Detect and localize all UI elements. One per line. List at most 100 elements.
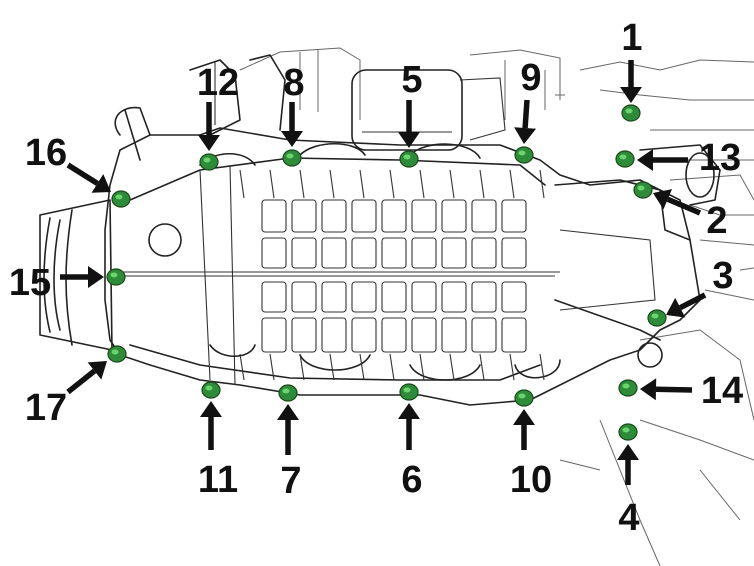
grid-cell	[411, 237, 437, 269]
arrow-12-head	[198, 135, 220, 151]
callout-label-13: 13	[699, 137, 741, 179]
grid-cell	[471, 237, 497, 269]
arrow-14-head	[640, 378, 657, 401]
arrow-9-head	[514, 127, 537, 144]
arrow-16-shaft	[66, 162, 99, 186]
grid-cell	[501, 199, 527, 233]
fin-line	[479, 169, 485, 199]
grid-cell	[441, 281, 467, 313]
arrow-15-head	[88, 266, 104, 288]
arrow-1-head	[620, 87, 642, 103]
fin-line	[269, 353, 275, 381]
callout-label-1: 1	[621, 17, 642, 59]
arrow-4-head	[617, 444, 639, 460]
arrow-7-head	[277, 404, 299, 420]
grid-cell	[261, 281, 287, 313]
arrow-9-shaft	[522, 99, 530, 129]
fin-line	[539, 169, 545, 199]
arrow-17-shaft	[66, 368, 97, 395]
bolt-highlight	[619, 154, 627, 160]
fin-line	[359, 169, 365, 199]
bolt-highlight	[110, 272, 118, 278]
grid-cell	[471, 317, 497, 353]
arrow-2-shaft	[666, 196, 702, 216]
fin-line	[329, 353, 335, 381]
callout-label-17: 17	[25, 387, 67, 429]
arrow-10-head	[513, 409, 535, 425]
fin-line	[299, 169, 305, 199]
bolt-markers	[106, 104, 667, 441]
fin-line	[359, 353, 365, 381]
arrow-8-head	[281, 131, 303, 147]
callout-label-3: 3	[712, 255, 733, 297]
bolt-highlight	[637, 185, 645, 191]
grid-cell	[501, 281, 527, 313]
bolt-highlight	[622, 383, 630, 389]
grid-cell	[411, 281, 437, 313]
grid-cell	[321, 281, 347, 313]
fin-line	[239, 169, 245, 199]
grid-cell	[471, 281, 497, 313]
bolt-highlight	[203, 157, 211, 163]
grid-cell	[501, 237, 527, 269]
grid-cell	[501, 317, 527, 353]
callout-label-6: 6	[401, 459, 422, 501]
bolt-highlight	[282, 388, 290, 394]
callout-label-4: 4	[618, 497, 639, 539]
grid-cell	[291, 237, 317, 269]
callout-label-11: 11	[198, 459, 238, 501]
bolt-highlight	[518, 150, 526, 156]
fin-line	[449, 169, 455, 199]
arrow-13-head	[637, 149, 653, 171]
fin-line	[479, 353, 485, 381]
callout-label-16: 16	[25, 132, 67, 174]
fin-line	[509, 169, 515, 199]
grid-cell	[351, 281, 377, 313]
callout-label-15: 15	[9, 262, 51, 304]
intercooler-grid	[239, 169, 545, 381]
grid-cell	[291, 317, 317, 353]
fin-line	[299, 353, 305, 381]
fin-line	[509, 353, 515, 381]
arrow-3-shaft	[678, 292, 707, 311]
bolt-highlight	[625, 108, 633, 114]
fin-line	[329, 169, 335, 199]
grid-cell	[261, 317, 287, 353]
fin-line	[419, 353, 425, 381]
grid-cell	[411, 199, 437, 233]
fin-line	[419, 169, 425, 199]
grid-cell	[291, 281, 317, 313]
grid-cell	[351, 237, 377, 269]
fin-line	[269, 169, 275, 199]
fin-line	[449, 353, 455, 381]
arrow-14-shaft	[655, 386, 693, 393]
callout-label-10: 10	[510, 459, 552, 501]
bolt-highlight	[111, 349, 119, 355]
arrow-5-head	[398, 132, 420, 148]
grid-cell	[441, 317, 467, 353]
callout-label-7: 7	[280, 460, 301, 502]
callout-label-14: 14	[701, 370, 743, 412]
callout-label-9: 9	[520, 57, 541, 99]
bolt-highlight	[403, 154, 411, 160]
bolt-highlight	[205, 385, 213, 391]
fin-line	[539, 353, 545, 381]
bolt-highlight	[651, 313, 659, 319]
arrow-16-head	[91, 174, 111, 193]
arrow-17-head	[87, 361, 107, 380]
grid-cell	[321, 317, 347, 353]
fin-line	[239, 353, 245, 381]
callout-label-5: 5	[401, 59, 422, 101]
bolt-highlight	[115, 194, 123, 200]
grid-cell	[381, 199, 407, 233]
grid-cell	[381, 237, 407, 269]
grid-cell	[381, 317, 407, 353]
supercharger-housing	[39, 106, 721, 406]
grid-cell	[291, 199, 317, 233]
fin-line	[389, 353, 395, 381]
bolt-highlight	[622, 427, 630, 433]
grid-cell	[441, 199, 467, 233]
